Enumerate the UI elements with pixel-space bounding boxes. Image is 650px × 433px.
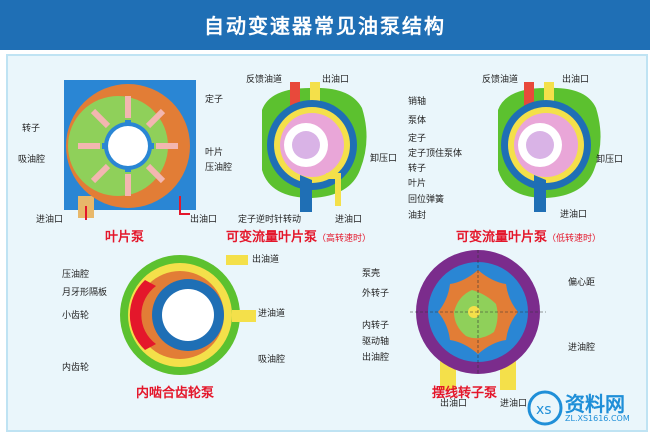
label-gerotor-outlet: 出油口 [440, 399, 468, 409]
label-pin: 销轴 [408, 97, 427, 107]
label-in-cavity: 进油腔 [568, 343, 596, 353]
label-inlet-low: 进油口 [560, 210, 588, 220]
label-outer-rotor: 外转子 [362, 289, 390, 299]
label-outlet-high: 出油口 [322, 75, 350, 85]
label-pivot: 定子顶住泵体 [408, 149, 463, 159]
label-gear-inlet: 进油道 [258, 309, 286, 319]
label-relief-low: 卸压口 [596, 155, 624, 165]
label-feedback: 反馈油道 [246, 75, 283, 85]
label-shaft: 驱动轴 [362, 337, 390, 347]
label-outlet-low: 出油口 [562, 75, 590, 85]
label-inlet-high: 进油口 [335, 215, 363, 225]
variable-pump-low-diagram [498, 82, 601, 212]
watermark-logo-icon: xs [527, 390, 563, 426]
caption-vane-pump: 叶片泵 [105, 230, 145, 245]
label-gear-outlet: 出油道 [252, 255, 280, 265]
label-suction: 吸油腔 [18, 155, 46, 165]
gerotor-pump-diagram [410, 250, 546, 390]
variable-pump-high-diagram [262, 82, 367, 212]
label-feedback-low: 反馈油道 [482, 75, 519, 85]
label-stator: 定子 [205, 95, 224, 105]
label-inlet: 进油口 [36, 215, 64, 225]
title-bar [0, 0, 650, 50]
caption-gear-pump: 内啮合齿轮泵 [136, 386, 215, 401]
vane-pump-diagram [64, 80, 196, 220]
label-out-cavity: 出油腔 [362, 353, 390, 363]
label-inner-rotor: 内转子 [362, 321, 390, 331]
svg-text:xs: xs [536, 402, 552, 418]
caption-var-high: 可变流量叶片泵（高转速时） [226, 230, 372, 245]
label-stator-high: 定子 [408, 134, 427, 144]
label-ccw: 定子逆时针转动 [238, 215, 302, 225]
label-gerotor-inlet: 进油口 [500, 399, 528, 409]
label-spring: 回位弹簧 [408, 195, 445, 205]
page-title: 自动变速器常见油泵结构 [204, 14, 446, 38]
label-outlet: 出油口 [190, 215, 218, 225]
label-rotor: 转子 [22, 124, 41, 134]
caption-gerotor: 摆线转子泵 [432, 386, 498, 401]
caption-var-low: 可变流量叶片泵（低转速时） [456, 230, 602, 245]
gear-pump-diagram [120, 255, 256, 375]
watermark-text: 资料网 [565, 392, 625, 416]
label-rotor-high: 转子 [408, 164, 427, 174]
label-seal: 油封 [408, 211, 427, 221]
label-ecc: 偏心距 [568, 278, 596, 288]
label-gear-press: 压油腔 [62, 270, 90, 280]
label-vane: 叶片 [205, 148, 224, 158]
label-crescent: 月牙形隔板 [62, 288, 108, 298]
label-press: 压油腔 [205, 163, 233, 173]
label-inner-gear: 内齿轮 [62, 363, 90, 373]
watermark-url: ZL.XS1616.COM [565, 414, 630, 423]
label-vane-high: 叶片 [408, 179, 427, 189]
label-gear-suction: 吸油腔 [258, 355, 286, 365]
label-relief-high: 卸压口 [370, 154, 398, 164]
watermark: xs 资料网 ZL.XS1616.COM [525, 388, 645, 428]
label-small-gear: 小齿轮 [62, 311, 90, 321]
label-shell: 泵壳 [362, 269, 381, 279]
label-body: 泵体 [408, 116, 427, 126]
